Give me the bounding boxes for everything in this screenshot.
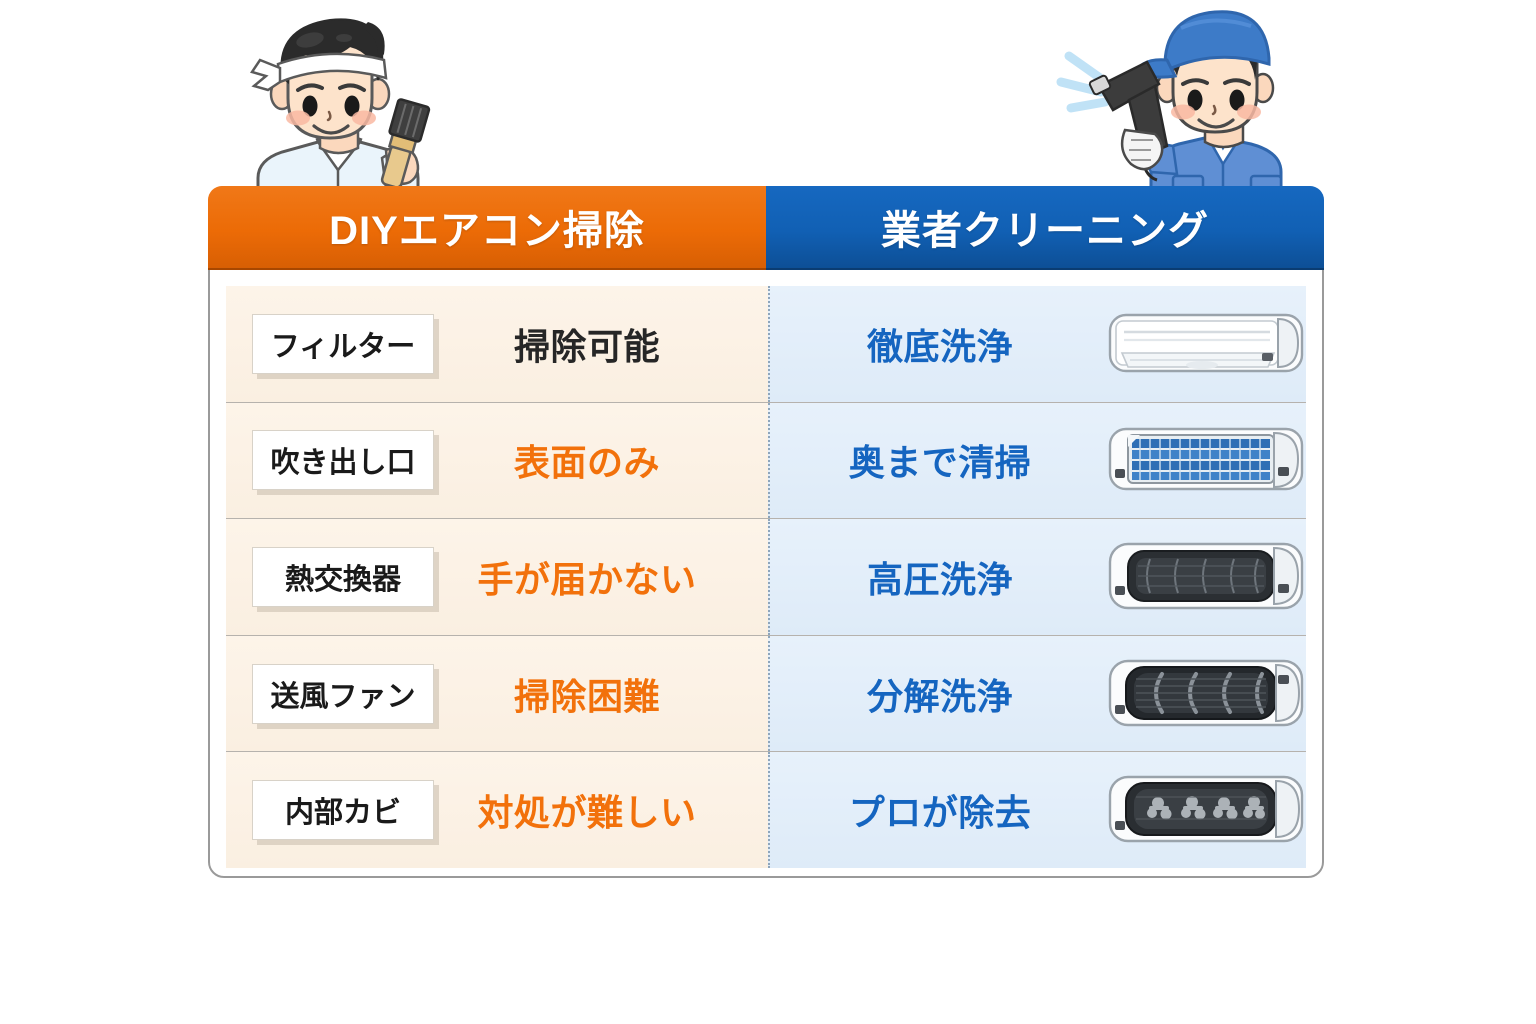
part-label-text: 送風ファン [270, 680, 416, 713]
pro-value-text: 奥まで清掃 [848, 442, 1032, 484]
diy-value-text: 対処が難しい [477, 792, 697, 834]
diy-value-text: 手が届かない [477, 558, 697, 600]
part-label-chip: 吹き出し口 [252, 430, 434, 491]
row-pro-cell: 高圧洗浄 [768, 519, 1306, 635]
ac-unit-fan-drum-icon [1106, 651, 1306, 737]
table-row: 送風ファン 掃除困難 分解洗浄 [226, 635, 1306, 753]
part-label-chip: フィルター [252, 313, 434, 374]
ac-unit-clean-icon [1106, 301, 1306, 387]
row-pro-cell: 奥まで清掃 [768, 402, 1306, 519]
row-diy-cell: 吹き出し口 表面のみ [226, 402, 768, 519]
table-row: 熱交換器 手が届かない 高圧洗浄 [226, 519, 1306, 636]
part-label-text: フィルター [270, 330, 416, 363]
part-label-text: 熱交換器 [284, 563, 401, 596]
header-pro-label: 業者クリーニング [881, 209, 1209, 253]
row-pro-cell: 徹底洗浄 [768, 286, 1306, 402]
table-body: フィルター 掃除可能 徹底洗浄 [226, 286, 1306, 868]
header-diy-label: DIYエアコン掃除 [329, 209, 645, 253]
pro-value-text: プロが除去 [848, 792, 1032, 834]
table-header: DIYエアコン掃除 業者クリーニング [208, 186, 1324, 270]
comparison-table-card: DIYエアコン掃除 業者クリーニング フィルター 掃除可能 徹底洗浄 [208, 186, 1324, 878]
part-label-text: 吹き出し口 [270, 447, 416, 480]
diy-person-illustration [210, 2, 450, 202]
ac-unit-mold-icon [1106, 767, 1306, 853]
pro-value-text: 徹底洗浄 [866, 325, 1013, 367]
part-label-chip: 送風ファン [252, 663, 434, 724]
part-label-text: 内部カビ [284, 797, 401, 830]
row-diy-cell: 熱交換器 手が届かない [226, 519, 768, 635]
row-diy-cell: フィルター 掃除可能 [226, 286, 768, 402]
table-row: 吹き出し口 表面のみ 奥まで清掃 [226, 402, 1306, 520]
pro-value-text: 高圧洗浄 [866, 558, 1013, 600]
paint-brush-icon [380, 98, 431, 189]
row-pro-cell: 分解洗浄 [768, 635, 1306, 752]
part-label-chip: 内部カビ [252, 780, 434, 841]
diy-value-text: 掃除困難 [513, 675, 660, 717]
row-pro-cell: プロが除去 [768, 752, 1306, 868]
row-diy-cell: 送風ファン 掃除困難 [226, 635, 768, 752]
diy-value-text: 表面のみ [513, 442, 660, 484]
header-pro-column: 業者クリーニング [766, 186, 1324, 270]
table-row: 内部カビ 対処が難しい プロが除去 [226, 752, 1306, 868]
part-label-chip: 熱交換器 [252, 546, 434, 607]
table-row: フィルター 掃除可能 徹底洗浄 [226, 286, 1306, 403]
diy-value-text: 掃除可能 [513, 325, 660, 367]
ac-unit-dark-coil-icon [1106, 534, 1306, 620]
pro-cleaner-illustration [1055, 0, 1325, 200]
header-diy-column: DIYエアコン掃除 [208, 186, 766, 270]
ac-unit-blue-fins-icon [1106, 417, 1306, 503]
pro-value-text: 分解洗浄 [866, 675, 1013, 717]
row-diy-cell: 内部カビ 対処が難しい [226, 752, 768, 868]
